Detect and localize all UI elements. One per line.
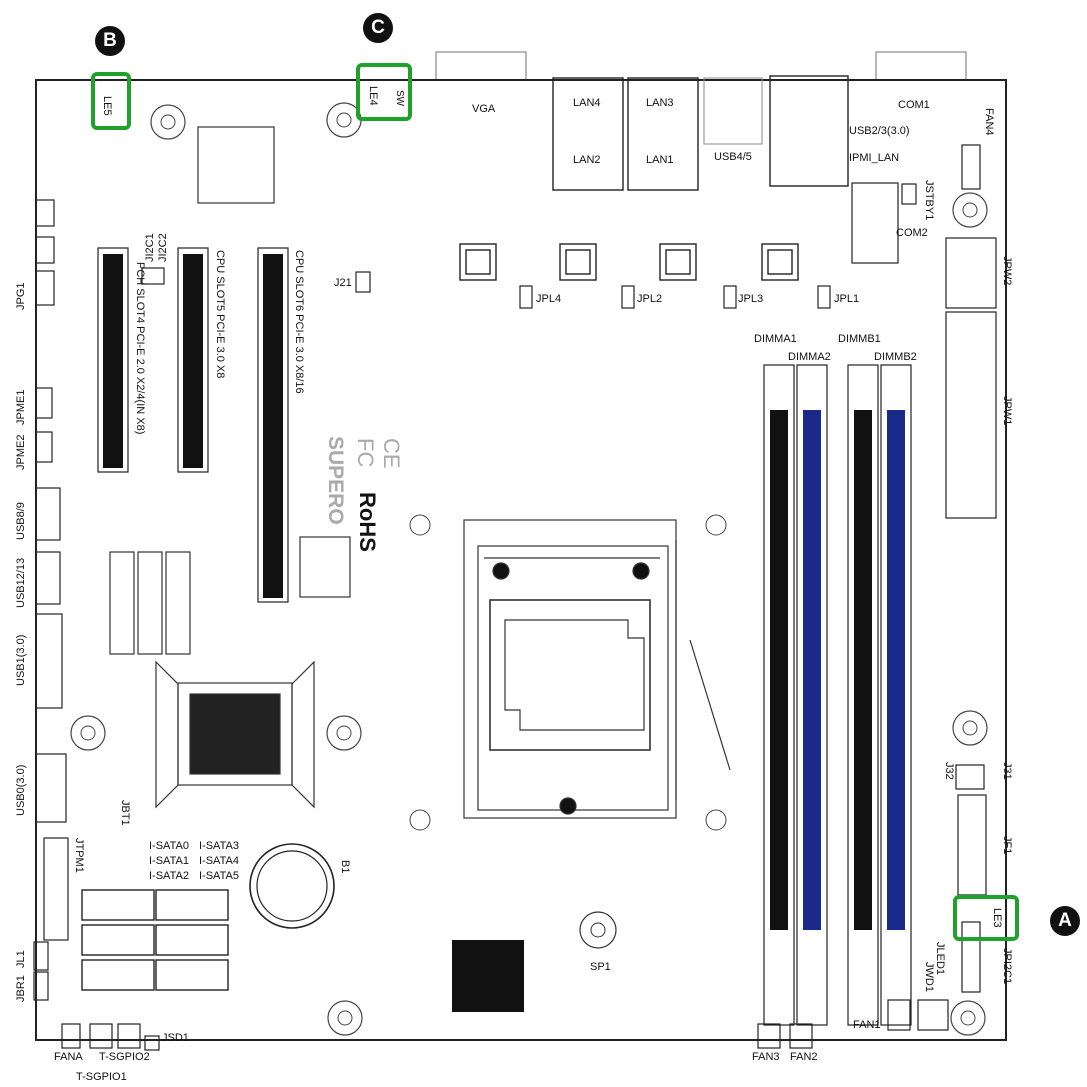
dimm-slots <box>763 364 912 1026</box>
label-le5: LE5 <box>101 96 113 116</box>
highlight-box-le3 <box>953 895 1019 941</box>
callout-a: A <box>1050 906 1080 936</box>
super-io-chip <box>452 940 524 1012</box>
label-jbr1: JBR1 <box>15 975 27 1002</box>
label-jsd1: JSD1 <box>162 1032 189 1044</box>
label-lan4: LAN4 <box>573 97 601 109</box>
label-jpl4: JPL4 <box>536 293 562 305</box>
label-jbt1: JBT1 <box>119 800 131 826</box>
left-headers <box>33 199 69 1001</box>
label-jpi2c1: JPI2C1 <box>1001 948 1013 985</box>
label-vga: VGA <box>472 103 496 115</box>
label-jpl1: JPL1 <box>834 293 860 305</box>
label-fan4: FAN4 <box>983 108 995 136</box>
label-ji2c1: JI2C1 <box>144 233 156 262</box>
callout-b: B <box>95 26 125 56</box>
label-isata2: I-SATA2 <box>149 870 189 882</box>
label-jpw2: JPW2 <box>1001 256 1013 286</box>
label-j31: J31 <box>1001 762 1013 780</box>
label-jpw1: JPW1 <box>1001 396 1013 426</box>
bottom-headers <box>61 1023 160 1051</box>
label-ipmi-lan: IPMI_LAN <box>849 152 900 164</box>
label-jwd1: JWD1 <box>923 962 935 992</box>
power-connectors <box>945 237 997 519</box>
label-usb0: USB0(3.0) <box>15 764 27 816</box>
highlight-box-le4-sw <box>356 63 412 121</box>
label-isata3: I-SATA3 <box>199 840 239 852</box>
vga-port-shell <box>435 51 527 83</box>
right-headers <box>757 144 987 1049</box>
label-jpme2: JPME2 <box>15 434 27 470</box>
label-isata5: I-SATA5 <box>199 870 239 882</box>
label-dimmb1: DIMMB1 <box>838 333 881 345</box>
label-jpg1: JPG1 <box>15 282 27 310</box>
label-pch-slot4: PCH SLOT4 PCI-E 2.0 X2/4(IN X8) <box>134 262 146 435</box>
label-cpu-slot5: CPU SLOT5 PCI-E 3.0 X8 <box>214 250 226 379</box>
label-sp1: SP1 <box>590 961 611 973</box>
vrm-chokes <box>459 243 799 281</box>
label-isata1: I-SATA1 <box>149 855 189 867</box>
sata-ports <box>81 889 229 991</box>
label-cpu-slot6: CPU SLOT6 PCI-E 3.0 X8/16 <box>293 250 305 394</box>
label-dimma2: DIMMA2 <box>788 351 831 363</box>
chipset-area <box>109 536 351 809</box>
lan4-lan2-block <box>552 77 624 191</box>
label-dimma1: DIMMA1 <box>754 333 797 345</box>
label-jl1: JL1 <box>15 950 27 968</box>
label-fan1: FAN1 <box>853 1019 881 1031</box>
pcie-slots <box>97 247 289 603</box>
label-com1: COM1 <box>898 99 930 111</box>
label-sw: SW <box>394 90 405 107</box>
label-tsgpio2: T-SGPIO2 <box>99 1051 150 1063</box>
label-jstby1: JSTBY1 <box>923 180 935 221</box>
label-b1: B1 <box>339 860 351 874</box>
lan3-lan1-block <box>627 77 699 191</box>
label-jpme1: JPME1 <box>15 389 27 425</box>
label-lan1: LAN1 <box>646 154 674 166</box>
label-dimmb2: DIMMB2 <box>874 351 917 363</box>
label-jf1: JF1 <box>1001 836 1013 855</box>
label-fc: FC <box>353 438 378 468</box>
label-usb89: USB8/9 <box>15 502 27 540</box>
label-lan2: LAN2 <box>573 154 601 166</box>
usb45-block <box>703 77 763 145</box>
label-jled1: JLED1 <box>934 942 946 976</box>
label-ji2c2: JI2C2 <box>157 233 169 262</box>
label-usb45: USB4/5 <box>714 151 752 163</box>
small-jumpers <box>141 267 831 309</box>
label-j21: J21 <box>334 277 352 289</box>
board-outline <box>35 79 1007 1041</box>
label-supero: SUPERO <box>324 436 347 525</box>
label-le3: LE3 <box>991 908 1003 928</box>
label-com2: COM2 <box>896 227 928 239</box>
label-fan3: FAN3 <box>752 1051 780 1063</box>
label-fan2: FAN2 <box>790 1051 818 1063</box>
callout-c: C <box>363 13 393 43</box>
label-ce: CE <box>379 438 404 469</box>
label-j32: J32 <box>943 762 955 780</box>
mounting-holes <box>70 102 988 1036</box>
highlight-box-le5 <box>91 72 131 130</box>
label-jtpm1: JTPM1 <box>73 838 85 873</box>
com1-port-shell <box>875 51 967 81</box>
label-le4: LE4 <box>367 86 379 106</box>
label-tsgpio1: T-SGPIO1 <box>76 1071 127 1083</box>
speaker <box>579 911 617 949</box>
label-usb1213: USB12/13 <box>15 557 27 608</box>
cpu-socket <box>463 519 731 819</box>
label-jpl3: JPL3 <box>738 293 764 305</box>
ipmi-lan-block <box>769 75 849 187</box>
label-isata0: I-SATA0 <box>149 840 189 852</box>
label-usb1: USB1(3.0) <box>15 634 27 686</box>
label-isata4: I-SATA4 <box>199 855 239 867</box>
label-fana: FANA <box>54 1051 83 1063</box>
label-rohs: RoHS <box>355 492 380 552</box>
battery <box>249 843 335 929</box>
label-lan3: LAN3 <box>646 97 674 109</box>
label-usb23: USB2/3(3.0) <box>849 125 910 137</box>
bmc-chip <box>197 126 275 204</box>
label-jpl2: JPL2 <box>637 293 663 305</box>
